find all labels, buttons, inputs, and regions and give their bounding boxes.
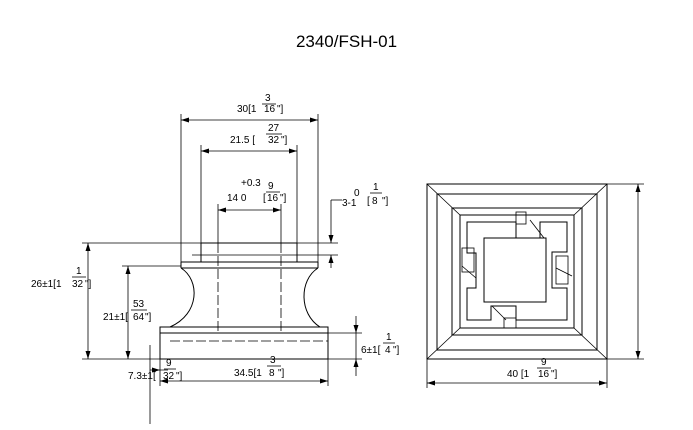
side-view-dimensions — [426, 183, 644, 388]
dim-overall-width-label: 30[1 3 16 "] — [237, 93, 284, 115]
svg-text:[: [ — [263, 193, 266, 204]
dim-base-width-label: 34.5[1 3 8 "] — [234, 355, 285, 379]
svg-text:53: 53 — [133, 299, 145, 310]
svg-text:1: 1 — [373, 182, 379, 193]
svg-text:64: 64 — [133, 312, 145, 323]
svg-text:27: 27 — [268, 123, 280, 134]
svg-text:9: 9 — [541, 357, 547, 368]
svg-text:21.5 [: 21.5 [ — [230, 135, 255, 146]
svg-text:3-1: 3-1 — [342, 198, 357, 209]
dim-overall-height-label: 26±1[1 1 32 "] — [31, 266, 92, 290]
svg-text:0: 0 — [354, 188, 360, 199]
svg-text:"]: "] — [393, 345, 400, 356]
svg-text:8: 8 — [372, 196, 378, 207]
svg-text:40 [1: 40 [1 — [507, 369, 530, 380]
svg-text:14 0: 14 0 — [227, 193, 247, 204]
svg-text:32: 32 — [268, 135, 280, 146]
svg-text:9: 9 — [166, 358, 172, 369]
svg-text:"]: "] — [278, 368, 285, 379]
svg-text:"]: "] — [551, 369, 558, 380]
svg-text:34.5[1: 34.5[1 — [234, 368, 262, 379]
dim-base-height-label: 6±1[ 1 4 "] — [361, 332, 400, 356]
svg-text:1: 1 — [76, 266, 82, 277]
svg-text:"]: "] — [280, 193, 287, 204]
svg-text:16: 16 — [538, 369, 550, 380]
svg-text:[: [ — [367, 196, 370, 207]
svg-text:"]: "] — [382, 196, 389, 207]
svg-text:21±1[: 21±1[ — [103, 312, 128, 323]
dim-body-height-label: 21±1[ 53 64 "] — [103, 299, 152, 323]
dim-base-offset-label: 7.3±1[ 9 32 "] — [128, 358, 183, 382]
svg-text:8: 8 — [269, 368, 275, 379]
svg-text:6±1[: 6±1[ — [361, 345, 381, 356]
dim-top-step-label: 0 3-1 [ 1 8 "] — [342, 182, 389, 209]
front-view-outline — [159, 242, 329, 360]
dim-side-width-label: 40 [1 9 16 "] — [507, 357, 558, 380]
svg-text:3: 3 — [265, 93, 271, 104]
svg-text:30[1: 30[1 — [237, 104, 257, 115]
svg-text:32: 32 — [163, 371, 175, 382]
svg-text:16: 16 — [267, 193, 279, 204]
svg-text:"]: "] — [176, 371, 183, 382]
front-view-dimensions — [82, 114, 362, 424]
svg-text:4: 4 — [385, 345, 391, 356]
dim-bore-label: +0.3 14 0 [ 9 16 "] — [227, 178, 287, 204]
svg-text:1: 1 — [386, 332, 392, 343]
svg-text:16: 16 — [264, 104, 276, 115]
svg-text:32: 32 — [72, 279, 84, 290]
svg-text:"]: "] — [281, 135, 288, 146]
svg-text:+0.3: +0.3 — [241, 178, 261, 189]
svg-text:"]: "] — [145, 312, 152, 323]
svg-text:7.3±1[: 7.3±1[ — [128, 371, 156, 382]
svg-text:3: 3 — [270, 355, 276, 366]
svg-text:26±1[1: 26±1[1 — [31, 279, 62, 290]
svg-text:9: 9 — [268, 181, 274, 192]
svg-text:"]: "] — [277, 104, 284, 115]
svg-text:"]: "] — [85, 279, 92, 290]
side-view-outline — [426, 183, 608, 360]
dim-neck-width-label: 21.5 [ 27 32 "] — [230, 123, 288, 146]
drawing-title: 2340/FSH-01 — [295, 32, 398, 51]
